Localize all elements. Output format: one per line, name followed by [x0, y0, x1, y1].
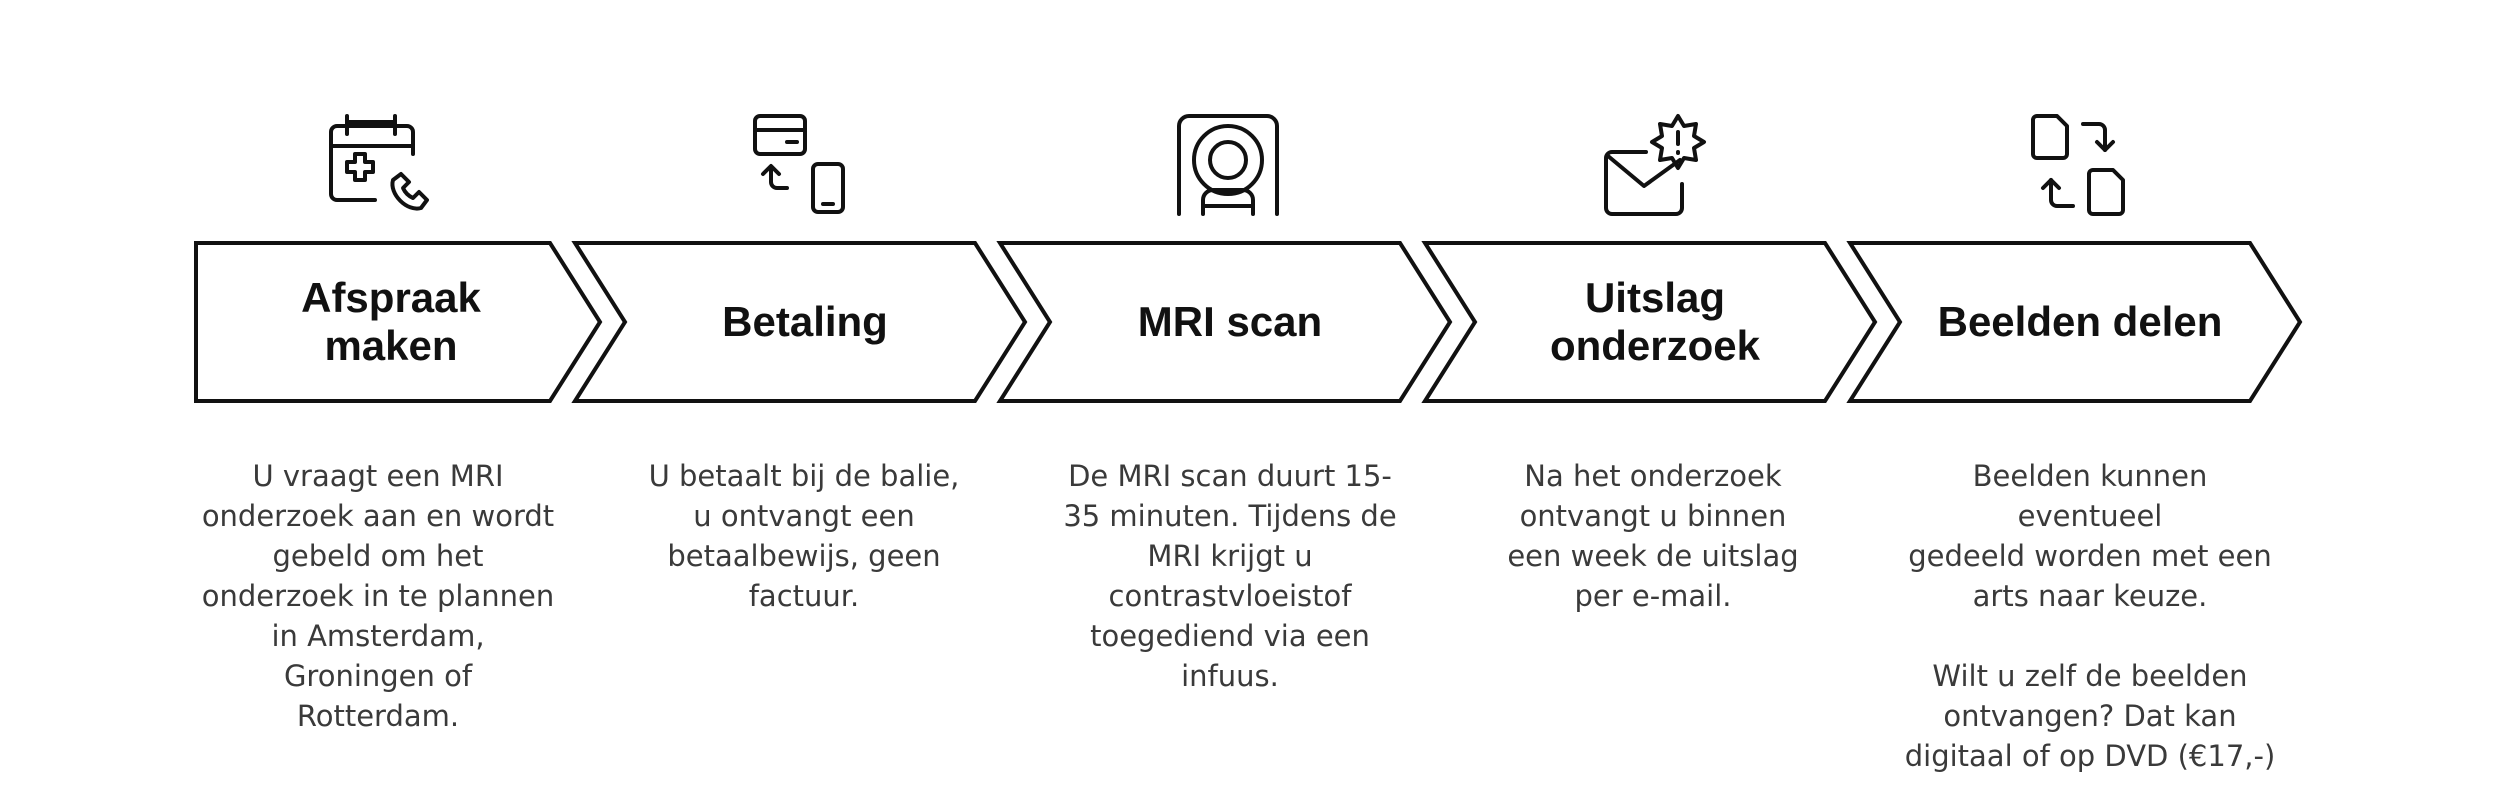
mail-alert-icon: [1598, 110, 1708, 220]
chevron-step-4: [1421, 241, 1878, 403]
step-description-4: Na het onderzoek ontvangt u binnen een w…: [1507, 459, 1799, 613]
chevron-step-2: [571, 241, 1028, 403]
step-title-label: Afspraak maken: [301, 274, 481, 369]
chevron-step-5: [1846, 241, 2303, 403]
file-exchange-icon: [2023, 110, 2133, 220]
step-title-mri-scan: MRI scan: [1045, 242, 1415, 402]
step-title-label: Uitslag onderzoek: [1549, 274, 1761, 369]
chevron-step-3: [996, 241, 1453, 403]
calendar-medical-phone-icon: [323, 110, 433, 220]
card-to-phone-payment-icon: [747, 110, 857, 220]
step-description-5: Beelden kunnen eventueel gedeeld worden …: [1904, 459, 2276, 773]
step-description-3: De MRI scan duurt 15- 35 minuten. Tijden…: [1063, 459, 1397, 693]
step-description-1: U vraagt een MRI onderzoek aan en wordt …: [201, 459, 555, 733]
step-description-2: U betaalt bij de balie, u ontvangt een b…: [648, 459, 960, 613]
step-title-label: Betaling: [722, 298, 888, 345]
step-title-label: MRI scan: [1137, 298, 1323, 345]
step-title-beelden-delen: Beelden delen: [1895, 242, 2265, 402]
step-title-label: Beelden delen: [1937, 298, 2223, 345]
step-title-uitslag-onderzoek: Uitslag onderzoek: [1470, 242, 1840, 402]
chevron-step-1: [194, 241, 603, 403]
mri-scanner-icon: [1173, 110, 1283, 220]
step-title-betaling: Betaling: [620, 242, 990, 402]
step-title-afspraak-maken: Afspraak maken: [226, 242, 556, 402]
